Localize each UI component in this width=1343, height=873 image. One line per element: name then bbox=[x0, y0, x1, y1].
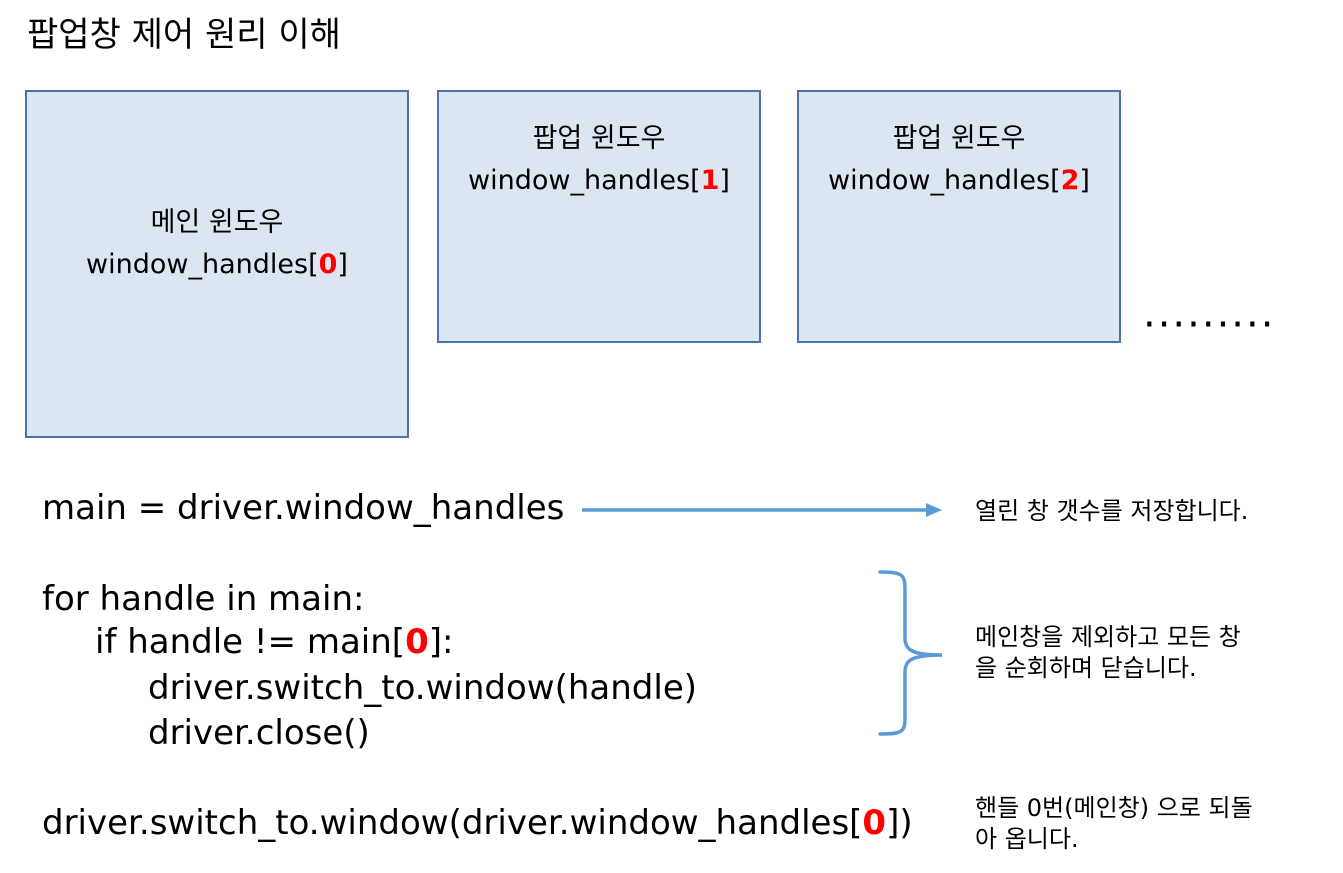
note-store-count: 열린 창 갯수를 저장합니다. bbox=[975, 497, 1249, 525]
curly-brace bbox=[878, 570, 943, 736]
main-window-handle: window_handles[0] bbox=[86, 249, 348, 280]
note-return-main: 핸들 0번(메인창) 으로 되돌 아 옵니다. bbox=[975, 794, 1253, 853]
code-line-close: driver.close() bbox=[148, 713, 370, 753]
arrow-to-store-note bbox=[582, 503, 942, 517]
popup-window-1-box: 팝업 윈도우 window_handles[1] bbox=[437, 90, 761, 343]
handle-index-0: 0 bbox=[318, 249, 338, 280]
main-window-label: 메인 윈도우 bbox=[150, 207, 284, 238]
popup-window-2-label: 팝업 윈도우 bbox=[892, 123, 1026, 154]
popup-window-2-handle: window_handles[2] bbox=[828, 165, 1090, 196]
handle-index-2: 2 bbox=[1060, 165, 1080, 196]
code-index-0-return: 0 bbox=[862, 803, 887, 843]
code-line-if: if handle != main[0]: bbox=[95, 622, 454, 662]
note-close-popups: 메인창을 제외하고 모든 창 을 순회하며 닫습니다. bbox=[975, 623, 1241, 682]
page-title: 팝업창 제어 원리 이해 bbox=[27, 15, 341, 55]
main-window-box: 메인 윈도우 window_handles[0] bbox=[25, 90, 409, 438]
code-index-0: 0 bbox=[405, 622, 429, 662]
code-line-main-assign: main = driver.window_handles bbox=[42, 488, 565, 528]
more-windows-ellipsis: ········· bbox=[1143, 302, 1276, 348]
code-line-switch-back: driver.switch_to.window(driver.window_ha… bbox=[42, 803, 913, 843]
handle-index-1: 1 bbox=[700, 165, 720, 196]
popup-window-2-box: 팝업 윈도우 window_handles[2] bbox=[797, 90, 1121, 343]
code-line-switch: driver.switch_to.window(handle) bbox=[148, 668, 697, 708]
popup-window-1-handle: window_handles[1] bbox=[468, 165, 730, 196]
popup-window-1-label: 팝업 윈도우 bbox=[532, 123, 666, 154]
code-line-for-loop: for handle in main: bbox=[42, 579, 365, 619]
